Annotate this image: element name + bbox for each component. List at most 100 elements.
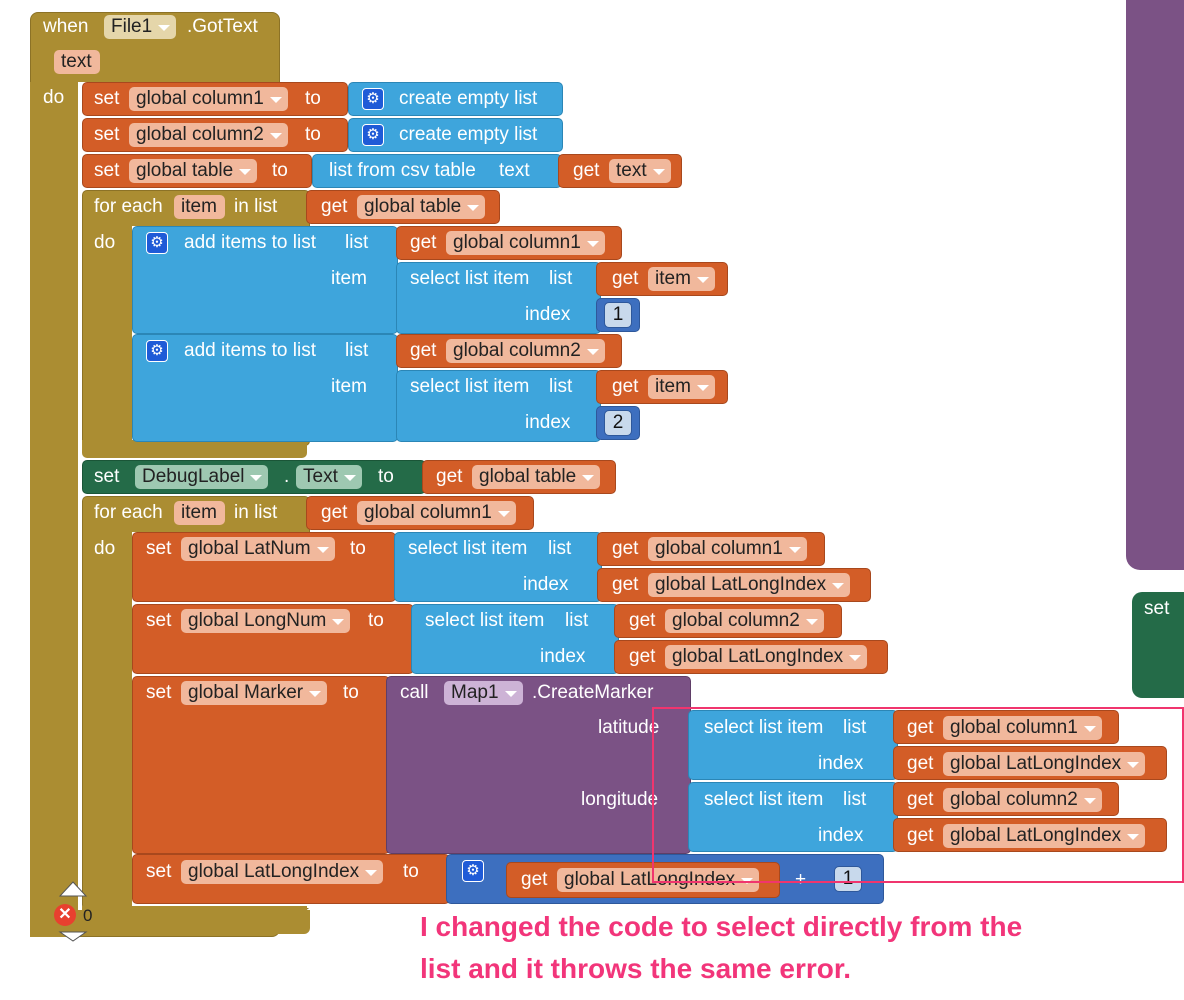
gear-icon[interactable]: ⚙ [146, 340, 168, 362]
chevron-down-icon [269, 97, 282, 103]
add-items-label: add items to list [184, 232, 316, 253]
property-dropdown-text[interactable]: Text [296, 465, 362, 489]
in-list-label: in list [234, 502, 278, 523]
annotation-line-2: list and it throws the same error. [420, 953, 852, 984]
var-name: item [655, 376, 691, 397]
get-label: get [612, 538, 639, 559]
var-dropdown-marker[interactable]: global Marker [181, 681, 328, 705]
index-socket-label: index [818, 753, 864, 774]
chevron-down-icon [239, 169, 252, 175]
gear-icon[interactable]: ⚙ [362, 88, 384, 110]
component-dropdown-file1[interactable]: File1 [104, 15, 177, 39]
var-name: global table [364, 196, 462, 217]
add-items-block-1[interactable] [132, 226, 398, 334]
chevron-down-icon [652, 169, 665, 175]
gear-icon[interactable]: ⚙ [362, 124, 384, 146]
var-dropdown-latlongindex[interactable]: global LatLongIndex [943, 752, 1146, 776]
list-socket-label: list [549, 376, 573, 397]
loop-var-name: item [181, 502, 217, 523]
get-label: get [573, 160, 600, 181]
to-label: to [305, 88, 321, 109]
var-dropdown-item[interactable]: item [648, 267, 715, 291]
select-list-item-block-longitude[interactable] [688, 782, 898, 852]
var-dropdown-latlongindex[interactable]: global LatLongIndex [648, 573, 851, 597]
select-list-item-label: select list item [410, 376, 530, 397]
gear-icon[interactable]: ⚙ [146, 232, 168, 254]
get-label: get [612, 376, 639, 397]
to-label: to [350, 538, 366, 559]
index-socket-label: index [525, 304, 571, 325]
event-param-text[interactable]: text [54, 50, 100, 74]
collapse-up-icon[interactable] [58, 880, 88, 898]
component-set-block-partial[interactable] [1132, 592, 1184, 698]
var-dropdown-item[interactable]: item [648, 375, 715, 399]
select-list-item-block-latnum[interactable] [394, 532, 602, 602]
var-dropdown-latlongindex[interactable]: global LatLongIndex [557, 868, 760, 892]
var-name: text [616, 160, 647, 181]
var-dropdown-latnum[interactable]: global LatNum [181, 537, 335, 561]
index-socket-label: index [525, 412, 571, 433]
get-label: get [907, 753, 934, 774]
number-field[interactable]: 1 [834, 866, 862, 892]
list-socket-label: list [843, 789, 867, 810]
get-label: get [612, 574, 639, 595]
var-name: global LatLongIndex [564, 869, 736, 890]
var-dropdown-table[interactable]: global table [129, 159, 258, 183]
chevron-down-icon [343, 475, 356, 481]
add-items-block-2[interactable] [132, 334, 398, 442]
chevron-down-icon [832, 583, 845, 589]
var-name: global LatLongIndex [950, 753, 1122, 774]
list-socket-label: list [549, 268, 573, 289]
call-createmarker-block[interactable] [386, 676, 691, 854]
in-list-label: in list [234, 196, 278, 217]
var-dropdown-column2[interactable]: global column2 [665, 609, 824, 633]
gear-icon[interactable]: ⚙ [462, 860, 484, 882]
var-dropdown-column2[interactable]: global column2 [943, 788, 1102, 812]
var-dropdown-latlongindex[interactable]: global LatLongIndex [943, 824, 1146, 848]
longitude-socket-label: longitude [581, 789, 659, 810]
set-marker-block[interactable] [132, 676, 390, 854]
add-items-block-2-socket-area [396, 370, 601, 442]
item-socket-label: item [331, 376, 367, 397]
var-dropdown-latlongindex[interactable]: global LatLongIndex [665, 645, 868, 669]
loop-var-item[interactable]: item [174, 501, 225, 525]
var-dropdown-text[interactable]: text [609, 159, 671, 183]
component-name: DebugLabel [142, 466, 245, 487]
to-label: to [368, 610, 384, 631]
do-label: do [43, 87, 65, 108]
list-from-csv-block[interactable] [312, 154, 562, 188]
var-dropdown-longnum[interactable]: global LongNum [181, 609, 351, 633]
loop-var-item[interactable]: item [174, 195, 225, 219]
number-field[interactable]: 2 [604, 410, 632, 436]
collapse-down-icon[interactable] [58, 930, 88, 942]
get-label: get [321, 502, 348, 523]
var-dropdown-column2[interactable]: global column2 [129, 123, 288, 147]
number-field[interactable]: 1 [604, 302, 632, 328]
var-name: global table [479, 466, 577, 487]
var-dropdown-column1[interactable]: global column1 [357, 501, 516, 525]
get-label: get [321, 196, 348, 217]
var-dropdown-table[interactable]: global table [357, 195, 486, 219]
select-list-item-block-longnum[interactable] [411, 604, 619, 674]
var-dropdown-column1[interactable]: global column1 [129, 87, 288, 111]
var-name: global Marker [188, 682, 304, 703]
component-dropdown-debuglabel[interactable]: DebugLabel [135, 465, 269, 489]
chevron-down-icon [250, 475, 263, 481]
error-indicator[interactable]: ✕ 0 [54, 904, 114, 928]
chevron-down-icon [1127, 762, 1140, 768]
component-dropdown-map1[interactable]: Map1 [444, 681, 523, 705]
set-label: set [94, 124, 120, 145]
var-name: global column2 [950, 789, 1078, 810]
select-list-item-block-latitude[interactable] [688, 710, 898, 780]
procedure-block-partial[interactable] [1126, 0, 1184, 570]
to-label: to [272, 160, 288, 181]
loop-var-name: item [181, 196, 217, 217]
var-dropdown-column1[interactable]: global column1 [943, 716, 1102, 740]
var-dropdown-column1[interactable]: global column1 [648, 537, 807, 561]
var-dropdown-latlongindex[interactable]: global LatLongIndex [181, 860, 384, 884]
error-icon: ✕ [54, 904, 76, 926]
var-dropdown-column1[interactable]: global column1 [446, 231, 605, 255]
var-dropdown-column2[interactable]: global column2 [446, 339, 605, 363]
chevron-down-icon [788, 547, 801, 553]
var-dropdown-table[interactable]: global table [472, 465, 601, 489]
